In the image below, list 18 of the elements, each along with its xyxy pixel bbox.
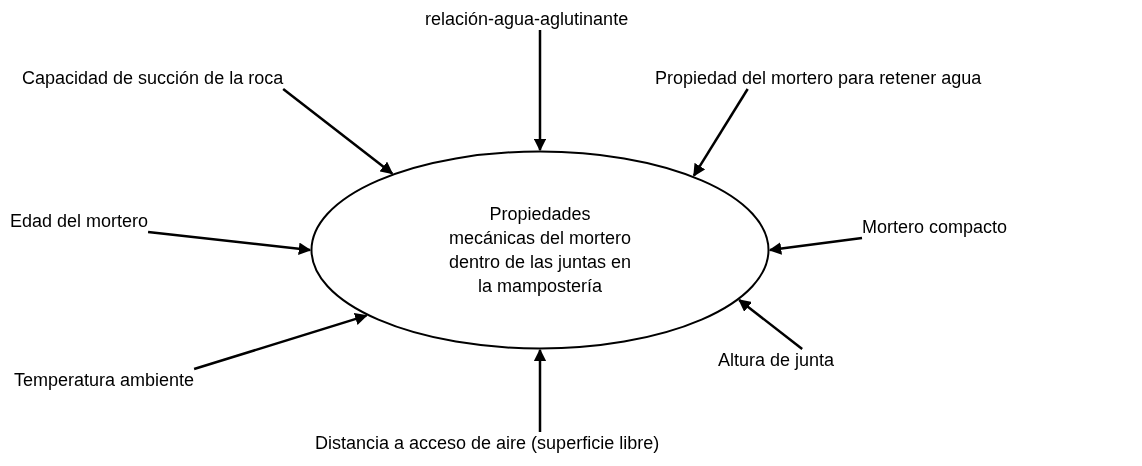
factor-label: Propiedad del mortero para retener agua — [655, 67, 982, 89]
arrow — [533, 348, 547, 432]
factor-label: Temperatura ambiente — [14, 369, 195, 391]
arrow — [193, 312, 368, 371]
factor-label: Altura de junta — [718, 349, 835, 371]
arrow — [533, 30, 547, 152]
arrow — [768, 236, 863, 255]
factor-label: Mortero compacto — [862, 216, 1008, 238]
arrow — [738, 299, 803, 350]
arrow — [692, 88, 749, 177]
factor-label: Capacidad de succión de la roca — [22, 67, 284, 89]
ellipse-node — [310, 150, 770, 350]
node-text: Propiedades mecánicas del mortero dentro de las juntas en la mampostería — [447, 203, 633, 298]
factor-label: Edad del mortero — [10, 210, 149, 232]
factor-label: relación-agua-aglutinante — [425, 8, 629, 30]
arrow — [147, 230, 312, 255]
arrow — [282, 88, 394, 175]
factor-label: Distancia a acceso de aire (superficie libre) — [315, 432, 660, 454]
